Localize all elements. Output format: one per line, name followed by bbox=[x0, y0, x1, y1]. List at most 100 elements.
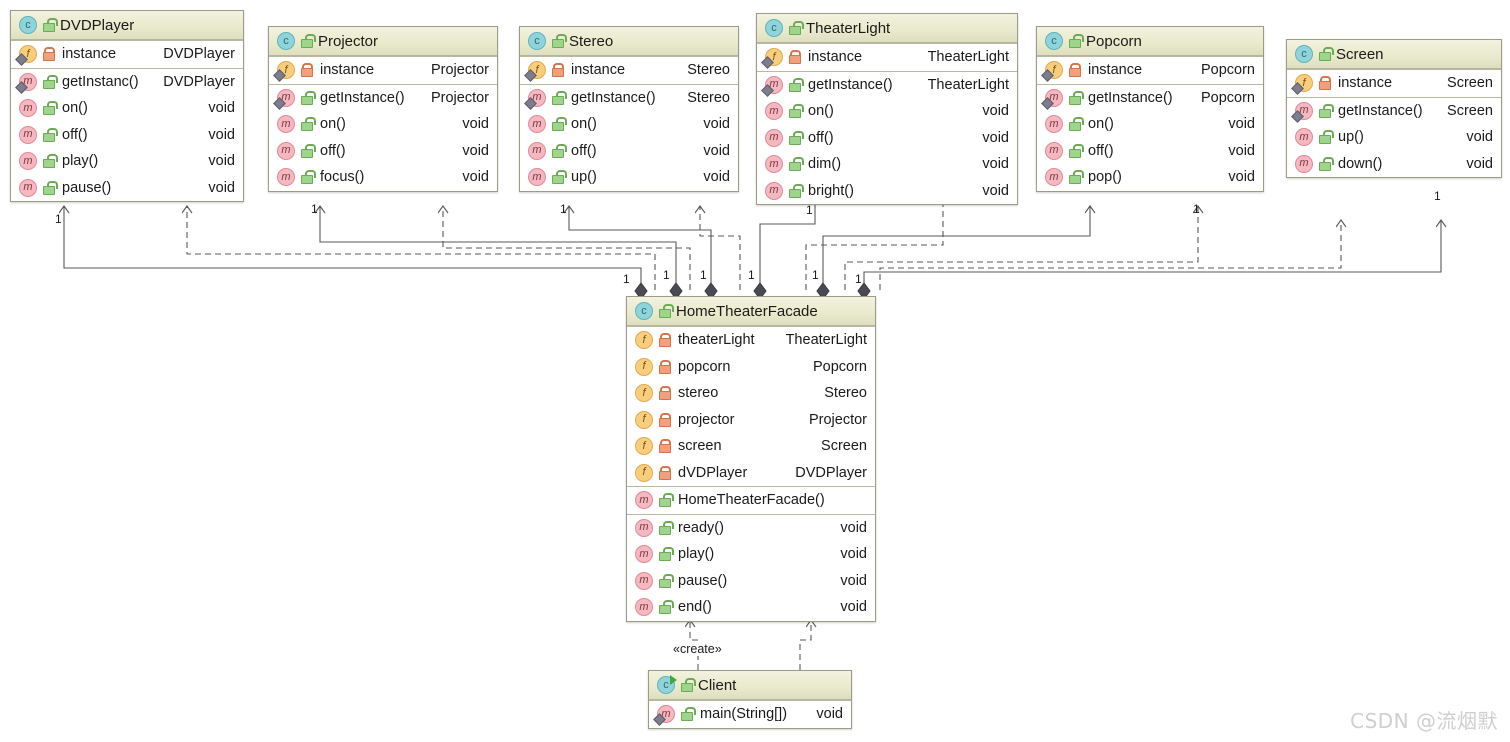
method-type: void bbox=[982, 129, 1009, 146]
method-name: down() bbox=[1338, 155, 1383, 172]
class-name: Client bbox=[698, 676, 737, 694]
method-type: void bbox=[982, 103, 1009, 120]
method-badge-icon: m bbox=[1295, 154, 1313, 173]
class-badge-icon: c bbox=[277, 32, 295, 50]
method-badge-icon: m bbox=[528, 141, 546, 160]
padlock-open-icon bbox=[658, 600, 674, 615]
padlock-open-icon bbox=[680, 707, 696, 722]
method-name: on() bbox=[808, 103, 834, 120]
method-name: getInstance() bbox=[808, 76, 893, 93]
class-badge-icon: c bbox=[19, 16, 37, 34]
method-name: up() bbox=[1338, 129, 1364, 146]
method-type: void bbox=[462, 116, 489, 133]
padlock-closed-icon bbox=[658, 412, 671, 427]
method-name: getInstance() bbox=[1338, 102, 1423, 119]
field-badge-icon: f bbox=[635, 331, 653, 350]
padlock-open-icon bbox=[551, 90, 567, 105]
method-name: off() bbox=[1088, 142, 1114, 159]
class-badge-icon: c bbox=[1045, 32, 1063, 50]
method-name: end() bbox=[678, 599, 712, 616]
padlock-open-icon bbox=[551, 170, 567, 185]
method-name: getInstance() bbox=[320, 89, 405, 106]
method-badge-icon: m bbox=[1045, 88, 1063, 107]
method-type: void bbox=[1466, 155, 1493, 172]
field-badge-icon: f bbox=[765, 48, 783, 67]
method-row-screen-2[interactable]: m down() void bbox=[1287, 151, 1501, 178]
method-type: DVDPlayer bbox=[163, 73, 235, 90]
padlock-open-icon bbox=[300, 90, 316, 105]
watermark: CSDN @流烟默 bbox=[1350, 709, 1498, 733]
method-badge-icon: m bbox=[528, 115, 546, 134]
method-name: getInstance() bbox=[571, 89, 656, 106]
method-name: on() bbox=[62, 100, 88, 117]
padlock-open-icon bbox=[788, 21, 804, 35]
method-name: on() bbox=[571, 116, 597, 133]
multiplicity-label-theaterlight-near: 1 bbox=[806, 203, 813, 217]
method-badge-icon: m bbox=[19, 125, 37, 144]
padlock-open-icon bbox=[300, 170, 316, 185]
method-badge-icon: m bbox=[19, 152, 37, 171]
method-badge-icon: m bbox=[635, 545, 653, 564]
method-badge-icon: m bbox=[1295, 128, 1313, 147]
